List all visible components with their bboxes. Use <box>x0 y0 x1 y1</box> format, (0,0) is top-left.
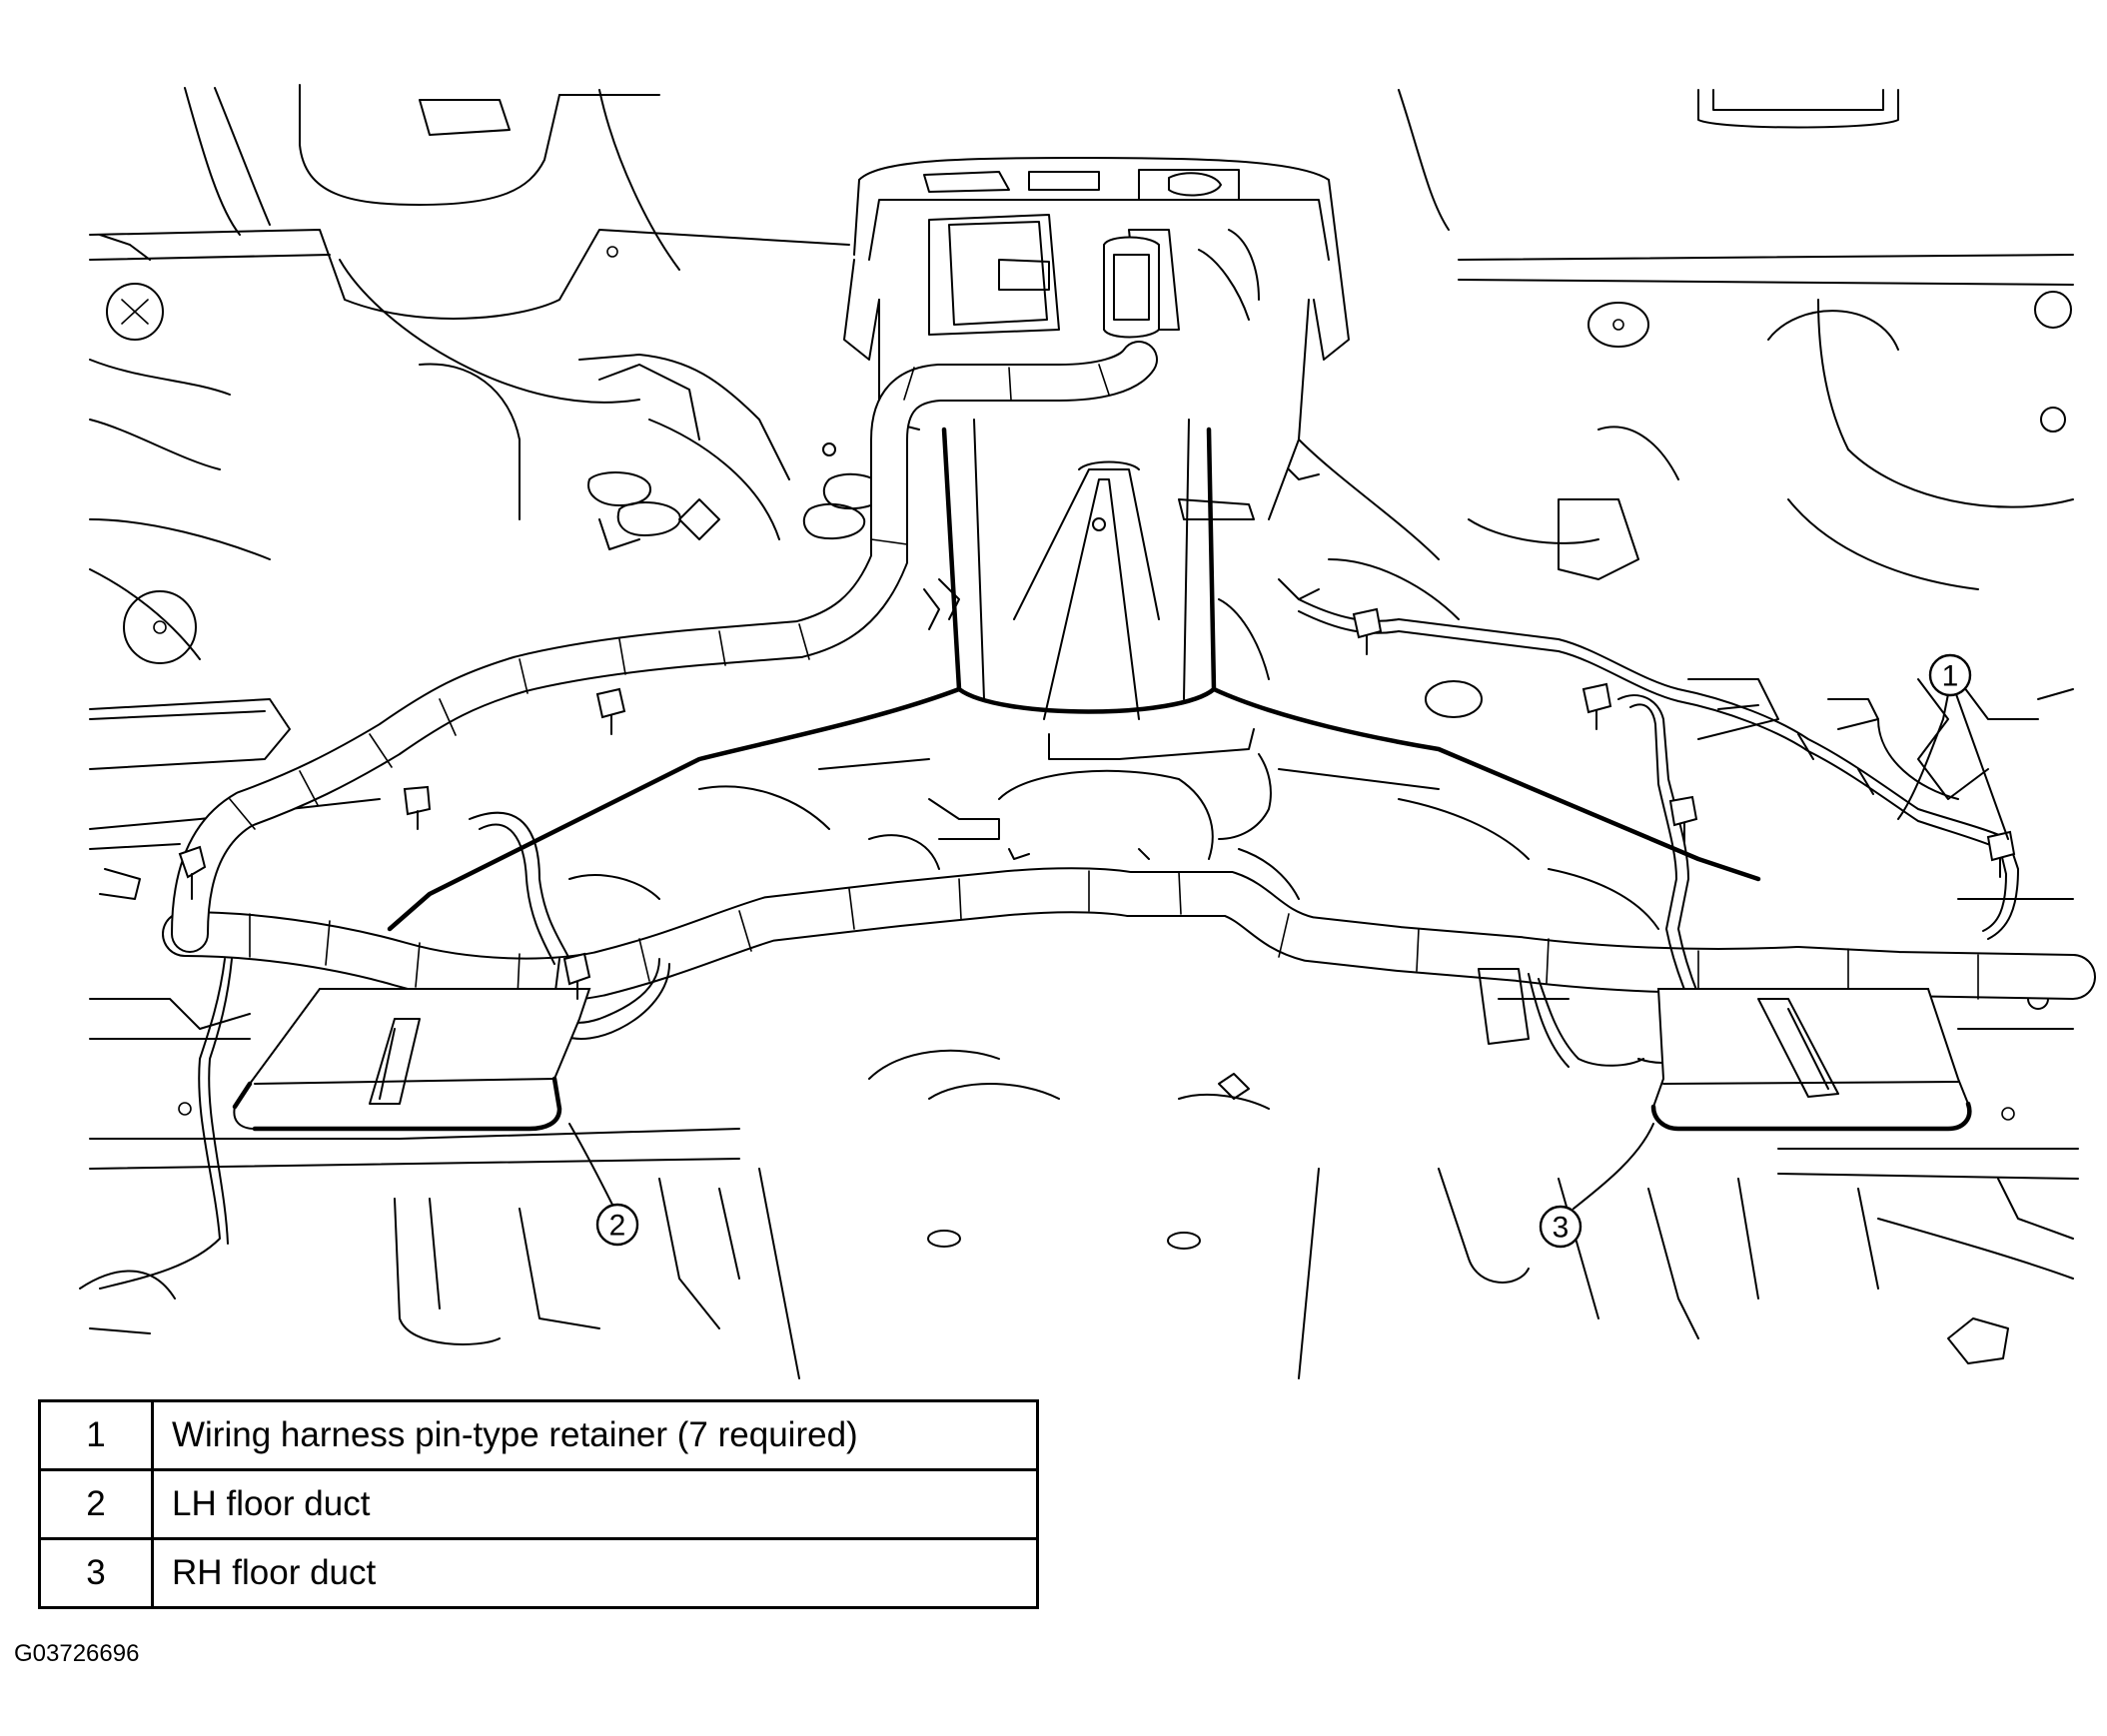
retainer-8 <box>1668 795 1698 843</box>
lh-floor-duct <box>232 988 591 1132</box>
retainer-4 <box>562 952 591 1000</box>
legend-number: 2 <box>38 1468 154 1540</box>
floor-pan-background <box>79 84 2079 1379</box>
legend-description: LH floor duct <box>151 1468 1039 1540</box>
legend-number: 1 <box>38 1399 154 1471</box>
svg-text:2: 2 <box>609 1210 626 1243</box>
legend-row: 2 LH floor duct <box>38 1468 1039 1540</box>
floor-wiring-harness-illustration: 1 2 3 <box>79 84 2096 1379</box>
svg-text:3: 3 <box>1553 1212 1570 1245</box>
callout-3: 3 <box>1539 1123 1654 1249</box>
legend-row: 3 RH floor duct <box>38 1537 1039 1609</box>
retainer-5 <box>1352 607 1383 655</box>
figure-id: G03726696 <box>14 1640 140 1667</box>
legend-row: 1 Wiring harness pin-type retainer (7 re… <box>38 1399 1039 1471</box>
retainer-7 <box>1986 830 2016 878</box>
retainer-2 <box>403 785 432 830</box>
legend-table: 1 Wiring harness pin-type retainer (7 re… <box>38 1399 1039 1609</box>
legend-description: Wiring harness pin-type retainer (7 requ… <box>151 1399 1039 1471</box>
rh-floor-duct <box>1478 968 1972 1132</box>
svg-text:1: 1 <box>1942 660 1959 693</box>
callout-1: 1 <box>1897 653 2009 840</box>
retainer-3 <box>595 687 626 735</box>
center-console <box>843 157 1350 720</box>
legend-number: 3 <box>38 1537 154 1609</box>
retainer-6 <box>1581 682 1612 730</box>
pin-type-retainers <box>178 607 2016 1000</box>
rear-heater-duct <box>387 686 1761 932</box>
wiring-harness <box>99 341 2096 1290</box>
legend-description: RH floor duct <box>151 1537 1039 1609</box>
callout-2: 2 <box>568 1123 639 1247</box>
retainer-1 <box>178 845 207 900</box>
